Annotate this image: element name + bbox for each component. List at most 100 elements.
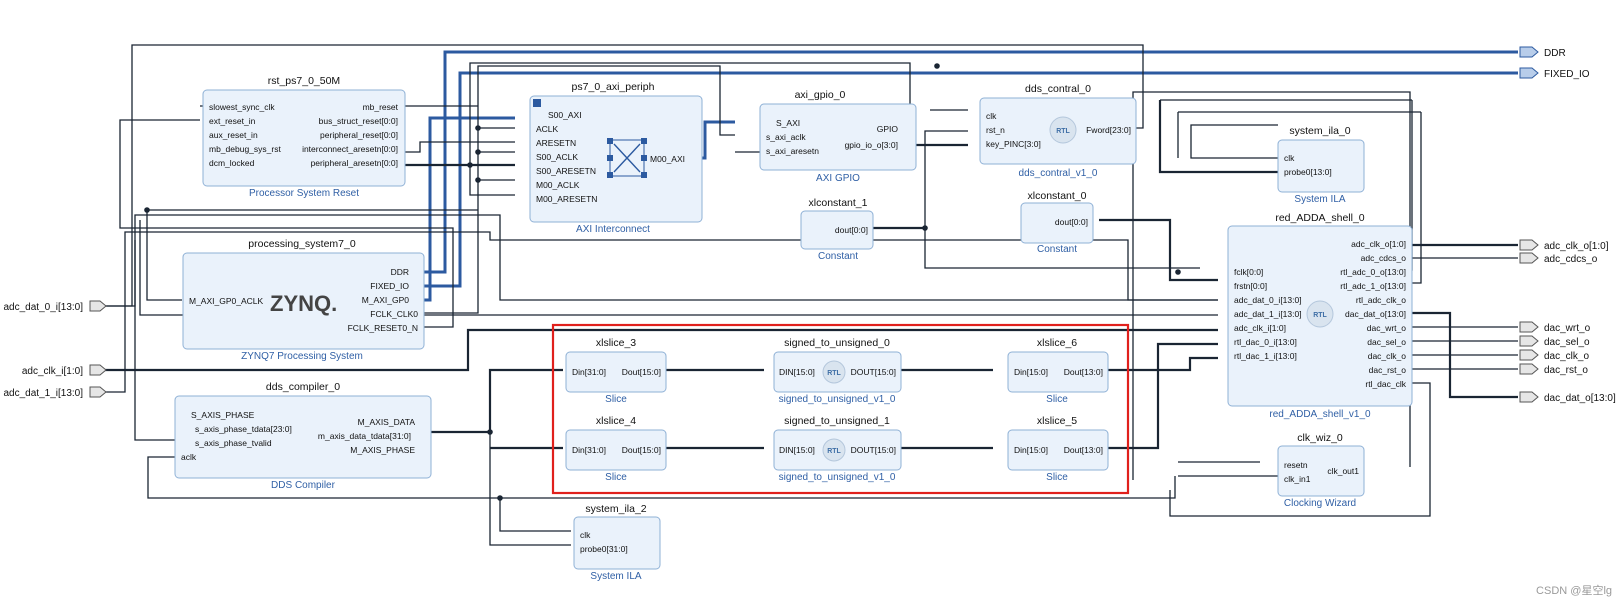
highlight-box bbox=[551, 323, 1130, 495]
pin: aclk bbox=[181, 452, 197, 462]
pin: peripheral_aresetn[0:0] bbox=[311, 158, 398, 168]
pin: S00_ARESETN bbox=[536, 166, 596, 176]
external-port-fixed-io[interactable]: FIXED_IO bbox=[1519, 67, 1590, 80]
pin: key_PINC[3:0] bbox=[986, 139, 1041, 149]
port-arrow-icon bbox=[1519, 67, 1539, 79]
pin: DOUT[15:0] bbox=[851, 367, 896, 377]
external-port-dac-rst-o[interactable]: dac_rst_o bbox=[1519, 363, 1588, 376]
block-system-ila-0[interactable]: system_ila_0 System ILA clk probe0[13:0] bbox=[1277, 125, 1365, 205]
port-label: dac_clk_o bbox=[1544, 351, 1589, 362]
external-port-dac-sel-o[interactable]: dac_sel_o bbox=[1519, 335, 1590, 348]
block-subtitle: Slice bbox=[1046, 394, 1068, 405]
pin: rtl_adc_0_o[13:0] bbox=[1340, 267, 1406, 277]
expand-icon[interactable] bbox=[533, 99, 541, 107]
block-processing-system7[interactable]: processing_system7_0 ZYNQ7 Processing Sy… bbox=[182, 238, 425, 362]
block-red-adda-shell[interactable]: red_ADDA_shell_0 red_ADDA_shell_v1_0 fcl… bbox=[1227, 212, 1413, 420]
pin: dac_clk_o bbox=[1368, 351, 1407, 361]
block-axi-gpio[interactable]: axi_gpio_0 AXI GPIO S_AXI s_axi_aclk s_a… bbox=[759, 89, 917, 184]
block-axi-interconnect[interactable]: ps7_0_axi_periph AXI Interconnect S00_AX… bbox=[529, 81, 703, 235]
pin: s_axi_aresetn bbox=[766, 146, 819, 156]
external-port-dac-wrt-o[interactable]: dac_wrt_o bbox=[1519, 321, 1591, 334]
port-label: dac_rst_o bbox=[1544, 365, 1588, 376]
pin: rtl_adc_1_o[13:0] bbox=[1340, 281, 1406, 291]
pin: Fword[23:0] bbox=[1086, 125, 1131, 135]
external-port-dac-clk-o[interactable]: dac_clk_o bbox=[1519, 349, 1589, 362]
pin: Din[15:0] bbox=[1014, 367, 1048, 377]
port-arrow-icon bbox=[1519, 349, 1539, 361]
block-xlslice-5[interactable]: xlslice_5 Slice Din[15:0] Dout[13:0] bbox=[1007, 415, 1109, 483]
external-port-adc-clk-i[interactable]: adc_clk_i[1:0] bbox=[22, 364, 107, 377]
port-arrow-icon bbox=[1519, 239, 1539, 251]
pin: s_axis_phase_tdata[23:0] bbox=[195, 424, 292, 434]
block-dds-contral[interactable]: dds_contral_0 dds_contral_v1_0 clk rst_n… bbox=[979, 83, 1137, 179]
rtl-badge: RTL bbox=[1306, 300, 1334, 328]
port-label: adc_dat_1_i[13:0] bbox=[3, 388, 83, 399]
block-title: signed_to_unsigned_0 bbox=[784, 337, 890, 349]
block-xlslice-3[interactable]: xlslice_3 Slice Din[31:0] Dout[15:0] bbox=[565, 337, 667, 405]
pin: adc_clk_o[1:0] bbox=[1351, 239, 1406, 249]
pin: frstn[0:0] bbox=[1234, 281, 1267, 291]
rtl-badge: RTL bbox=[1049, 116, 1077, 144]
port-arrow-icon bbox=[1519, 335, 1539, 347]
pin: rtl_dac_clk bbox=[1365, 379, 1406, 389]
block-xlconstant-0[interactable]: xlconstant_0 Constant dout[0:0] bbox=[1020, 190, 1094, 255]
external-port-adc-cdcs-o[interactable]: adc_cdcs_o bbox=[1519, 252, 1598, 265]
block-system-ila-2[interactable]: system_ila_2 System ILA clk probe0[31:0] bbox=[573, 503, 661, 582]
pin: ext_reset_in bbox=[209, 116, 256, 126]
port-label: adc_clk_o[1:0] bbox=[1544, 241, 1609, 252]
block-title: xlslice_4 bbox=[596, 415, 636, 427]
pin: S00_ACLK bbox=[536, 152, 578, 162]
pin: adc_dat_0_i[13:0] bbox=[1234, 295, 1302, 305]
block-title: ps7_0_axi_periph bbox=[572, 81, 655, 93]
rtl-badge: RTL bbox=[822, 438, 846, 462]
pin: Dout[13:0] bbox=[1064, 367, 1103, 377]
block-title: dds_compiler_0 bbox=[266, 381, 340, 393]
pin: peripheral_reset[0:0] bbox=[320, 130, 398, 140]
block-rst-ps7[interactable]: rst_ps7_0_50M Processor System Reset slo… bbox=[202, 75, 406, 199]
pin: M_AXIS_PHASE bbox=[350, 445, 415, 455]
port-arrow-icon bbox=[1519, 363, 1539, 375]
watermark: CSDN @星空lg bbox=[1536, 583, 1612, 597]
pin: fclk[0:0] bbox=[1234, 267, 1263, 277]
external-port-dac-dat-o[interactable]: dac_dat_o[13:0] bbox=[1519, 391, 1616, 404]
external-port-adc-dat-0-i[interactable]: adc_dat_0_i[13:0] bbox=[3, 300, 107, 313]
block-title: red_ADDA_shell_0 bbox=[1275, 212, 1364, 224]
block-subtitle: Slice bbox=[1046, 472, 1068, 483]
pin: clk bbox=[986, 111, 997, 121]
block-subtitle: AXI GPIO bbox=[816, 173, 860, 184]
pin: aux_reset_in bbox=[209, 130, 258, 140]
pin: dac_rst_o bbox=[1369, 365, 1407, 375]
pin: mb_debug_sys_rst bbox=[209, 144, 281, 154]
pin: adc_dat_1_i[13:0] bbox=[1234, 309, 1302, 319]
zynq-logo: ZYNQ. bbox=[270, 291, 337, 316]
svg-text:RTL: RTL bbox=[1313, 312, 1327, 319]
block-title: xlslice_5 bbox=[1037, 415, 1077, 427]
pin: rtl_dac_0_i[13:0] bbox=[1234, 337, 1297, 347]
block-signed-to-unsigned-1[interactable]: signed_to_unsigned_1 signed_to_unsigned_… bbox=[773, 415, 902, 483]
pin: rst_n bbox=[986, 125, 1005, 135]
port-arrow-icon bbox=[89, 386, 107, 398]
block-dds-compiler[interactable]: dds_compiler_0 DDS Compiler S_AXIS_PHASE… bbox=[174, 381, 432, 491]
block-xlconstant-1[interactable]: xlconstant_1 Constant dout[0:0] bbox=[800, 197, 874, 262]
external-port-adc-clk-o[interactable]: adc_clk_o[1:0] bbox=[1519, 239, 1609, 252]
external-port-ddr[interactable]: DDR bbox=[1519, 46, 1566, 59]
pin: GPIO bbox=[877, 124, 899, 134]
block-xlslice-4[interactable]: xlslice_4 Slice Din[31:0] Dout[15:0] bbox=[565, 415, 667, 483]
block-signed-to-unsigned-0[interactable]: signed_to_unsigned_0 signed_to_unsigned_… bbox=[773, 337, 902, 405]
block-title: signed_to_unsigned_1 bbox=[784, 415, 890, 427]
pin: adc_cdcs_o bbox=[1361, 253, 1407, 263]
block-clk-wiz[interactable]: clk_wiz_0 Clocking Wizard resetn clk_in1… bbox=[1277, 432, 1365, 509]
block-subtitle: Constant bbox=[818, 251, 858, 262]
pin: probe0[31:0] bbox=[580, 544, 628, 554]
svg-text:RTL: RTL bbox=[1056, 128, 1070, 135]
pin: bus_struct_reset[0:0] bbox=[319, 116, 398, 126]
external-port-adc-dat-1-i[interactable]: adc_dat_1_i[13:0] bbox=[3, 386, 107, 399]
port-arrow-icon bbox=[1519, 321, 1539, 333]
block-subtitle: Clocking Wizard bbox=[1284, 498, 1356, 509]
block-xlslice-6[interactable]: xlslice_6 Slice Din[15:0] Dout[13:0] bbox=[1007, 337, 1109, 405]
block-subtitle: dds_contral_v1_0 bbox=[1019, 168, 1098, 179]
crossbar-icon bbox=[607, 138, 647, 178]
block-subtitle: ZYNQ7 Processing System bbox=[241, 351, 363, 362]
pin: Dout[15:0] bbox=[622, 445, 661, 455]
